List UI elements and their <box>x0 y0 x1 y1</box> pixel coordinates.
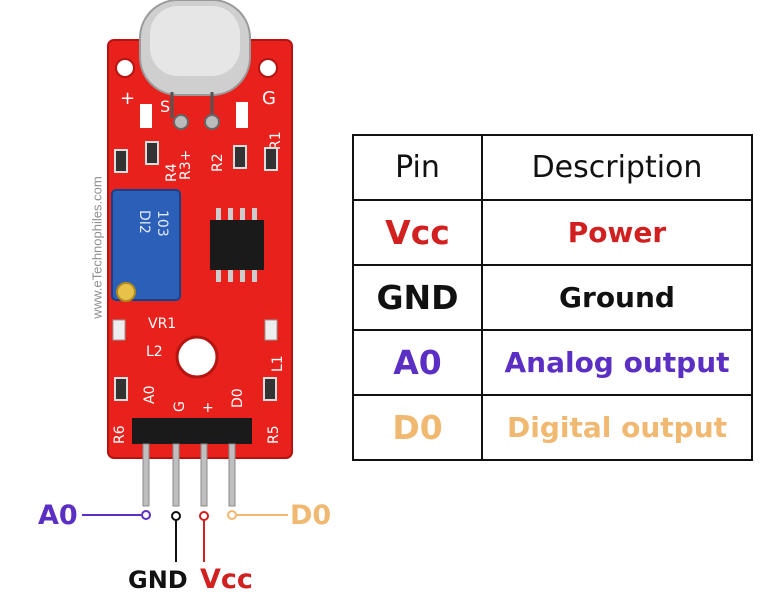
d0-callout-dot <box>227 510 237 520</box>
header-description: Description <box>531 150 703 185</box>
pot-text-1: 103 <box>154 210 170 237</box>
gnd-callout-dot <box>171 511 181 521</box>
description-cell: Power <box>567 216 667 249</box>
silk-plus: + <box>202 400 214 416</box>
pin-cell: GND <box>376 278 459 317</box>
a0-callout-dot <box>141 510 151 520</box>
table-row: D0 Digital output <box>352 394 753 461</box>
silk-r6: R6 <box>112 425 128 444</box>
table-header-row: Pin Description <box>352 134 753 201</box>
header-pin: Pin <box>395 150 440 185</box>
silk-d0: D0 <box>230 388 246 408</box>
pin-cell: Vcc <box>385 213 450 252</box>
silk-s: S <box>160 97 170 116</box>
mounting-hole <box>115 58 135 78</box>
pin-cell: D0 <box>392 408 443 447</box>
pin-description-table: Pin Description Vcc Power GND Ground A0 … <box>352 134 753 461</box>
silk-r3: R3+ <box>178 150 194 180</box>
potentiometer <box>111 189 181 301</box>
smd-led <box>264 319 278 341</box>
silk-r4: R4 <box>164 163 180 182</box>
silk-g-top: G <box>262 88 276 109</box>
silk-l1: L1 <box>270 355 286 372</box>
potentiometer-screw <box>116 282 136 302</box>
pot-text-2: DI2 <box>136 210 152 234</box>
silk-vr1: VR1 <box>148 316 176 332</box>
smd-resistor <box>264 147 278 171</box>
header-pin-a0 <box>142 443 150 507</box>
pin-cell: A0 <box>393 343 442 382</box>
pin-header <box>132 418 252 444</box>
silk-r5: R5 <box>266 425 282 444</box>
watermark-text: www.eTechnophiles.com <box>89 176 105 319</box>
header-pin-vcc <box>200 443 208 507</box>
sound-sensor-module-illustration: + S G R1 R2 R3+ R4 103 DI2 VR1 L2 L1 A0 … <box>82 0 293 562</box>
smd-resistor <box>233 145 247 169</box>
silk-r1: R1 <box>268 131 284 150</box>
mounting-hole <box>175 335 219 379</box>
a0-callout-label: A0 <box>38 500 78 531</box>
ic-chip <box>210 220 264 270</box>
mounting-hole <box>258 58 278 78</box>
d0-callout-label: D0 <box>290 500 332 531</box>
silk-l2: L2 <box>146 344 163 360</box>
silk-r2: R2 <box>210 153 226 172</box>
vcc-callout-dot <box>199 511 209 521</box>
smd-resistor <box>114 377 128 401</box>
silk-g: G <box>172 401 188 412</box>
table-row: GND Ground <box>352 264 753 331</box>
vcc-callout-label: Vcc <box>200 564 253 595</box>
table-row: Vcc Power <box>352 199 753 266</box>
description-cell: Digital output <box>506 411 728 444</box>
description-cell: Ground <box>559 281 675 314</box>
silk-plus-top: + <box>120 88 135 109</box>
smd-resistor <box>263 377 277 401</box>
gnd-callout-label: GND <box>128 566 188 594</box>
header-pin-d0 <box>228 443 236 507</box>
smd-resistor <box>145 141 159 165</box>
smd-resistor <box>114 149 128 173</box>
description-cell: Analog output <box>504 346 730 379</box>
watermark: www.eTechnophiles.com <box>82 150 112 350</box>
table-row: A0 Analog output <box>352 329 753 396</box>
header-pin-gnd <box>172 443 180 507</box>
smd-led <box>112 319 126 341</box>
silk-a0: A0 <box>142 386 158 404</box>
